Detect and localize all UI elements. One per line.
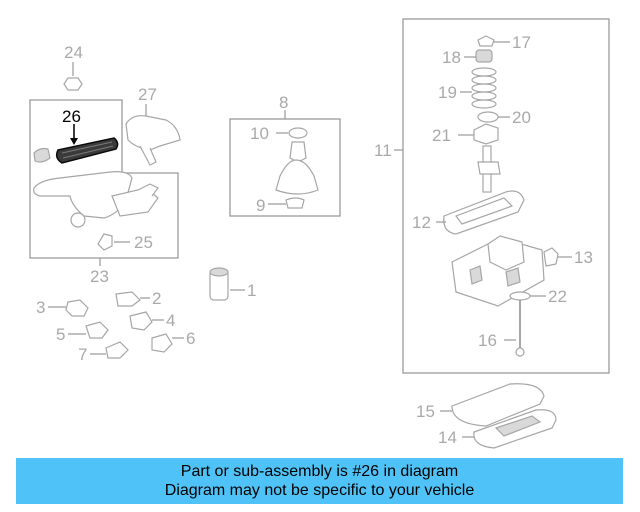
callout-21: 21 xyxy=(432,126,451,145)
callout-13: 13 xyxy=(574,248,593,267)
small-clips xyxy=(48,291,184,359)
callout-3: 3 xyxy=(36,298,45,317)
callout-27: 27 xyxy=(138,85,157,104)
group-8-frame xyxy=(229,110,341,217)
callout-10: 10 xyxy=(250,124,269,143)
group-11-frame xyxy=(394,18,610,374)
callout-14: 14 xyxy=(438,428,457,447)
callout-20: 20 xyxy=(512,108,531,127)
callout-12: 12 xyxy=(412,213,431,232)
callout-26: 26 xyxy=(62,107,81,126)
callout-25: 25 xyxy=(134,233,153,252)
info-banner: Part or sub-assembly is #26 in diagram D… xyxy=(16,458,623,504)
part-1-insert xyxy=(209,267,245,301)
shift-knob-assembly xyxy=(268,127,319,209)
handbrake-lever xyxy=(33,171,159,228)
callout-19: 19 xyxy=(438,83,457,102)
callout-11: 11 xyxy=(374,141,392,160)
callout-24: 24 xyxy=(64,43,83,62)
callout-23: 23 xyxy=(90,267,109,286)
banner-line-1: Part or sub-assembly is #26 in diagram xyxy=(180,463,459,480)
callout-4: 4 xyxy=(166,311,175,330)
part-26-grip-sleeve xyxy=(33,124,119,164)
callout-6: 6 xyxy=(186,329,195,348)
callout-labels: 24 26 27 25 23 8 10 9 1 2 3 4 5 6 7 11 1… xyxy=(36,33,593,447)
group-23-frame xyxy=(29,99,179,266)
callout-2: 2 xyxy=(152,289,161,308)
housing-gasket xyxy=(440,383,557,449)
callout-18: 18 xyxy=(442,48,461,67)
callout-17: 17 xyxy=(512,33,531,52)
callout-15: 15 xyxy=(416,402,435,421)
callout-1: 1 xyxy=(247,281,256,300)
callout-8: 8 xyxy=(279,93,288,112)
callout-9: 9 xyxy=(256,196,265,215)
callout-16: 16 xyxy=(478,331,497,350)
part-25-clip xyxy=(97,233,130,251)
callout-22: 22 xyxy=(548,287,567,306)
callout-5: 5 xyxy=(56,325,65,344)
shift-mechanism xyxy=(436,35,572,357)
part-24-nut xyxy=(63,62,83,91)
callout-7: 7 xyxy=(78,345,87,364)
part-27-boot-cover xyxy=(125,104,181,166)
banner-line-2: Diagram may not be specific to your vehi… xyxy=(164,482,475,499)
